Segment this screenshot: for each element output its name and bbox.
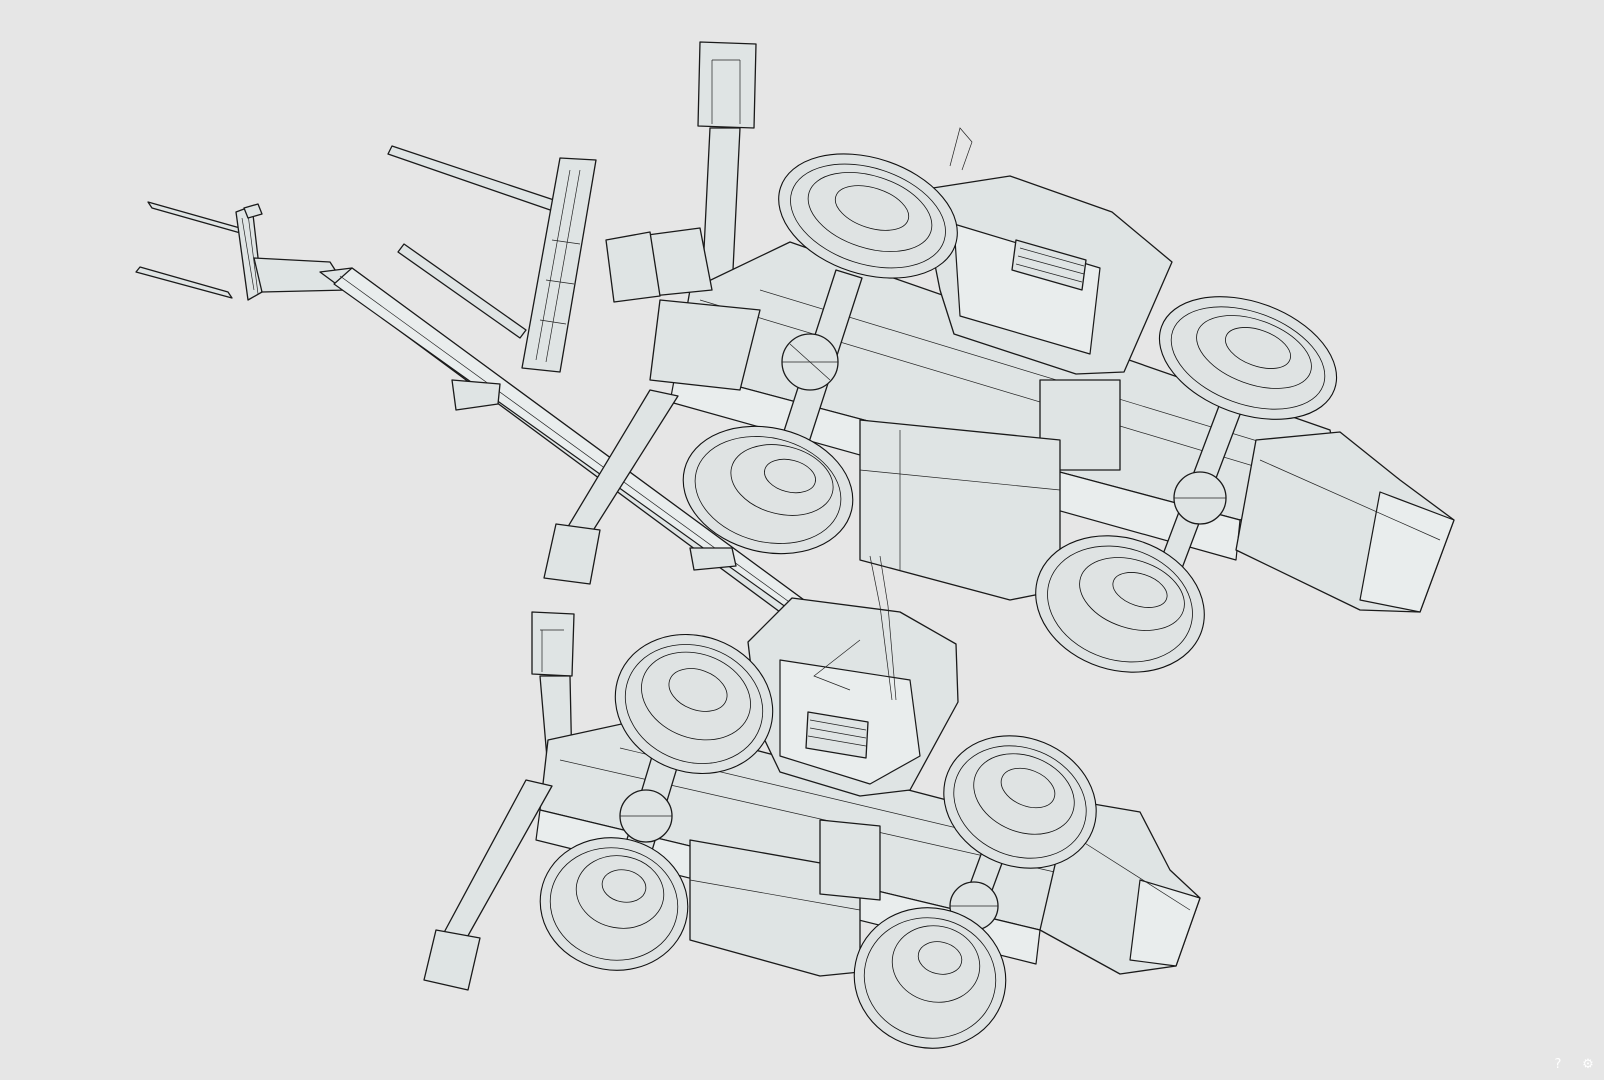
viewer-corner-controls: ? ⚙ [1550, 1056, 1596, 1072]
question-icon[interactable]: ? [1554, 1056, 1562, 1072]
upper-fork-secondary [387, 145, 597, 373]
lower-wheel-rear-bottom [853, 907, 1007, 1049]
lower-outrigger [423, 779, 553, 991]
telehandler-lower [423, 555, 1201, 1049]
lower-wheel-front-top [614, 633, 774, 775]
upper-wheel-front-top [778, 153, 958, 279]
gear-icon[interactable]: ⚙ [1582, 1056, 1594, 1072]
upper-fork [135, 201, 263, 301]
telehandler-upper [135, 41, 1455, 673]
lower-cab [747, 555, 959, 797]
upper-wheel-rear-bottom [1035, 535, 1205, 673]
upper-wheel-front-bottom [682, 425, 854, 555]
upper-boom [253, 257, 805, 613]
upper-wheel-rear-top [1158, 296, 1338, 420]
upper-axles [773, 269, 1245, 601]
upper-outrigger [543, 389, 679, 585]
upper-cab [919, 127, 1173, 375]
upper-stabilizer [697, 41, 757, 291]
lower-wheel-rear-top [943, 735, 1097, 869]
upper-tail [1235, 431, 1455, 613]
lower-wheel-front-bottom [539, 837, 689, 971]
